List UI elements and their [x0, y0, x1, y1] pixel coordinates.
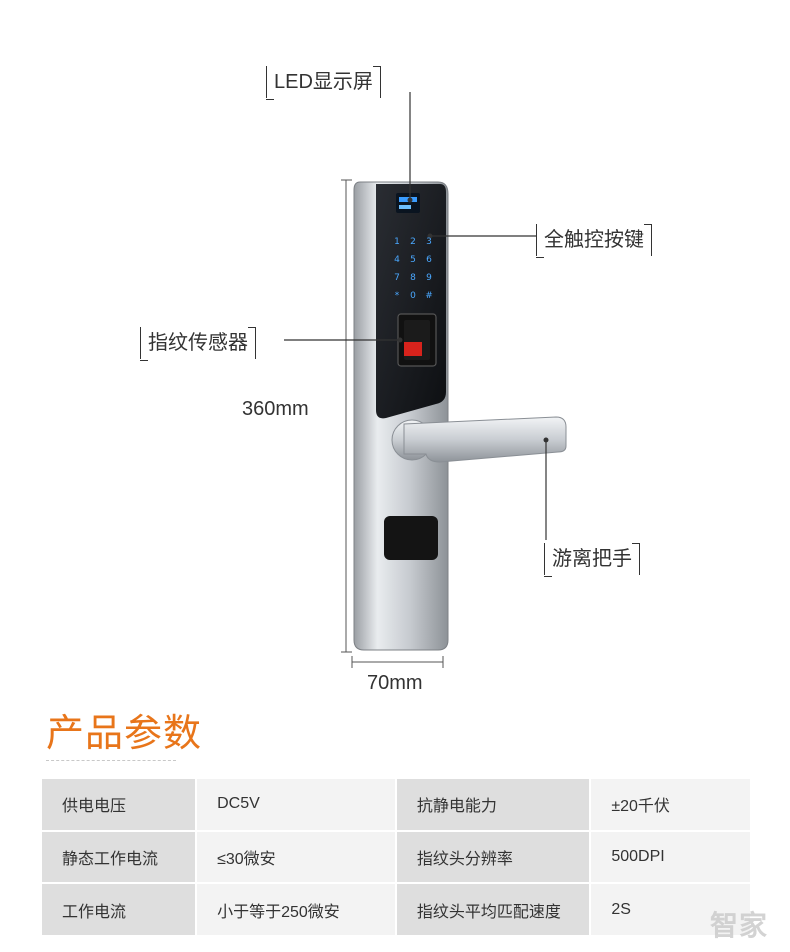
keypad-key: 1	[394, 237, 400, 247]
dimension-width: 70mm	[367, 672, 423, 694]
callout-touch-label: 全触控按键	[544, 229, 644, 251]
keypad-key: 2	[410, 237, 416, 247]
spec-value: DC5V	[197, 779, 395, 830]
keypad-key: 4	[394, 255, 400, 265]
keypad-key: 6	[426, 255, 432, 265]
callout-led-display: LED显示屏	[266, 66, 381, 100]
callout-fingerprint-label: 指纹传感器	[148, 332, 248, 354]
spec-value: 2S	[591, 884, 750, 935]
section-title: 产品参数	[46, 713, 203, 755]
callout-handle: 游离把手	[544, 543, 640, 577]
title-divider	[46, 760, 176, 761]
spec-key: 静态工作电流	[42, 831, 196, 883]
keypad-key: 9	[426, 273, 432, 283]
keypad-key: 0	[410, 291, 416, 301]
spec-key: 抗静电能力	[396, 779, 590, 830]
keypad-key: 8	[410, 273, 416, 283]
spec-key: 指纹头分辨率	[396, 831, 590, 883]
keypad-key: *	[395, 291, 400, 301]
spec-value: 500DPI	[591, 831, 750, 883]
callout-fingerprint-sensor: 指纹传感器	[140, 327, 256, 361]
spec-key: 指纹头平均匹配速度	[396, 884, 590, 935]
spec-value: ±20千伏	[591, 779, 750, 830]
dimension-height: 360mm	[242, 398, 309, 420]
spec-value: ≤30微安	[197, 831, 395, 883]
callout-led-label: LED显示屏	[274, 71, 373, 93]
callout-touch-keys: 全触控按键	[536, 224, 652, 258]
keypad-key: 3	[426, 237, 432, 247]
keypad-key: #	[425, 291, 433, 301]
callout-handle-label: 游离把手	[552, 548, 632, 570]
keypad-key: 5	[410, 255, 416, 265]
watermark: 智家	[709, 910, 768, 941]
spec-key: 供电电压	[42, 779, 196, 830]
spec-value: 小于等于250微安	[197, 884, 395, 935]
spec-key: 工作电流	[42, 884, 196, 935]
keypad-key: 7	[394, 273, 400, 283]
